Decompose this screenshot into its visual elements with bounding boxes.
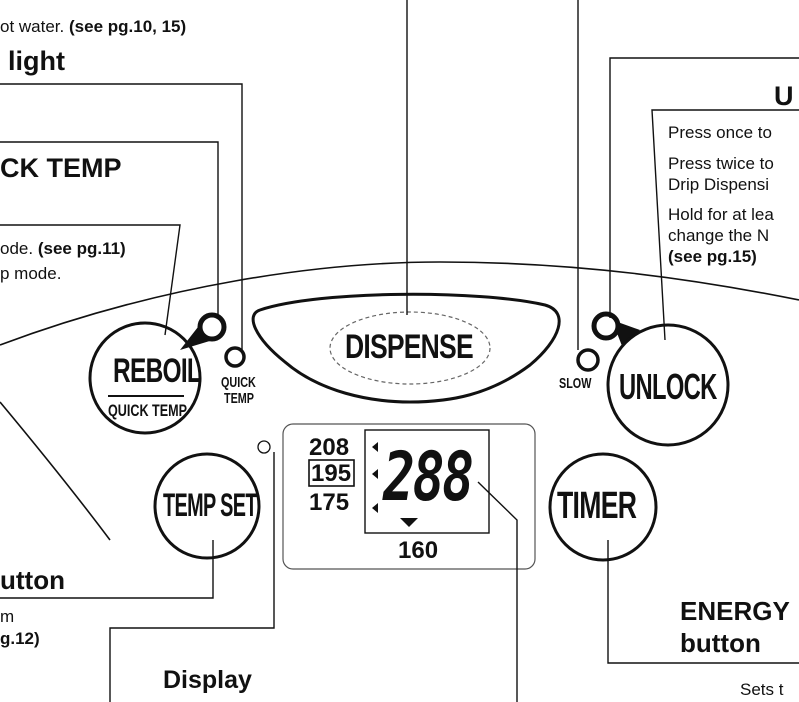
display-indicator-dot xyxy=(257,440,271,454)
energy-title-2: button xyxy=(680,628,761,658)
unlock-button-ring xyxy=(606,323,730,447)
unlock-light-leader xyxy=(609,57,799,318)
unlock-line-2a: Press twice to xyxy=(668,154,774,173)
quick-temp-title: CK TEMP xyxy=(0,153,122,183)
unlock-line-1: Press once to xyxy=(668,123,772,142)
lcd-arrow-175 xyxy=(372,503,378,513)
dispense-note-text: ot water. xyxy=(0,17,65,36)
unlock-light xyxy=(591,311,621,341)
mode-leader xyxy=(0,224,181,336)
dispense-button[interactable]: DISPENSE xyxy=(345,328,474,366)
temp-195: 195 xyxy=(311,460,352,487)
energy-line-1: Sets t xyxy=(740,680,784,699)
temp-set-title: utton xyxy=(0,565,65,595)
dispense-note: ot water. (see pg.10, 15) xyxy=(0,16,186,37)
slow-label: SLOW xyxy=(559,375,592,392)
temp-208: 208 xyxy=(309,434,350,461)
mode-line-1-ref: (see pg.11) xyxy=(37,239,126,258)
mode-line-2: p mode. xyxy=(0,264,62,283)
reboil-sub-label: QUICK TEMP xyxy=(108,401,187,420)
lcd-digits: 288 xyxy=(383,438,474,517)
unlock-title: U xyxy=(774,81,794,111)
unlock-line-3a: Hold for at lea xyxy=(668,205,774,224)
light-leader xyxy=(0,83,243,350)
reboil-button[interactable]: REBOIL xyxy=(113,352,202,390)
unlock-button[interactable]: UNLOCK xyxy=(619,366,717,407)
temp-195-box xyxy=(308,459,355,487)
panel-outline xyxy=(0,261,799,346)
lcd-arrow-160 xyxy=(400,518,418,527)
mode-line-1: ode. (see pg.11) xyxy=(0,238,126,259)
timer-button[interactable]: TIMER xyxy=(557,485,637,527)
energy-title-1: ENERGY xyxy=(680,596,790,626)
temp-set-line-1: m xyxy=(0,607,15,626)
temp-set-button-ring xyxy=(153,452,261,560)
quick-temp-light xyxy=(224,346,246,368)
unlock-ref: (see pg.15) xyxy=(668,247,757,266)
unlock-leader xyxy=(651,109,799,341)
quick-temp-indicator-label-1: QUICK xyxy=(221,374,256,391)
temp-160: 160 xyxy=(398,537,439,564)
display-title: Display xyxy=(163,666,252,694)
unlock-line-3b: change the N xyxy=(668,226,770,245)
lcd-arrow-208 xyxy=(372,442,378,452)
quick-temp-indicator-label-2: TEMP xyxy=(224,390,255,407)
temp-set-ref: g.12) xyxy=(0,629,40,648)
mode-line-1-text: ode. xyxy=(0,239,34,258)
temp-175: 175 xyxy=(309,489,350,516)
reboil-button-ring xyxy=(88,321,202,435)
lcd-window xyxy=(364,429,490,534)
dispense-note-ref: (see pg.10, 15) xyxy=(69,17,187,36)
display-leader xyxy=(109,452,275,702)
quick-temp-leader xyxy=(0,141,219,315)
lcd-leader xyxy=(477,481,518,702)
timer-button-ring xyxy=(548,452,658,562)
reboil-light xyxy=(197,312,227,342)
dispense-dashed-ring xyxy=(329,311,491,385)
unlock-line-2b: Drip Dispensi xyxy=(668,175,770,194)
temp-set-button[interactable]: TEMP SET xyxy=(163,487,258,523)
light-title: light xyxy=(8,46,65,76)
slow-light xyxy=(576,348,600,372)
timer-leader xyxy=(607,540,799,664)
temp-set-leader xyxy=(0,540,214,599)
panel-outline-left xyxy=(0,401,111,541)
dispense-button-shape xyxy=(251,292,561,404)
lcd-arrow-195 xyxy=(372,469,378,479)
